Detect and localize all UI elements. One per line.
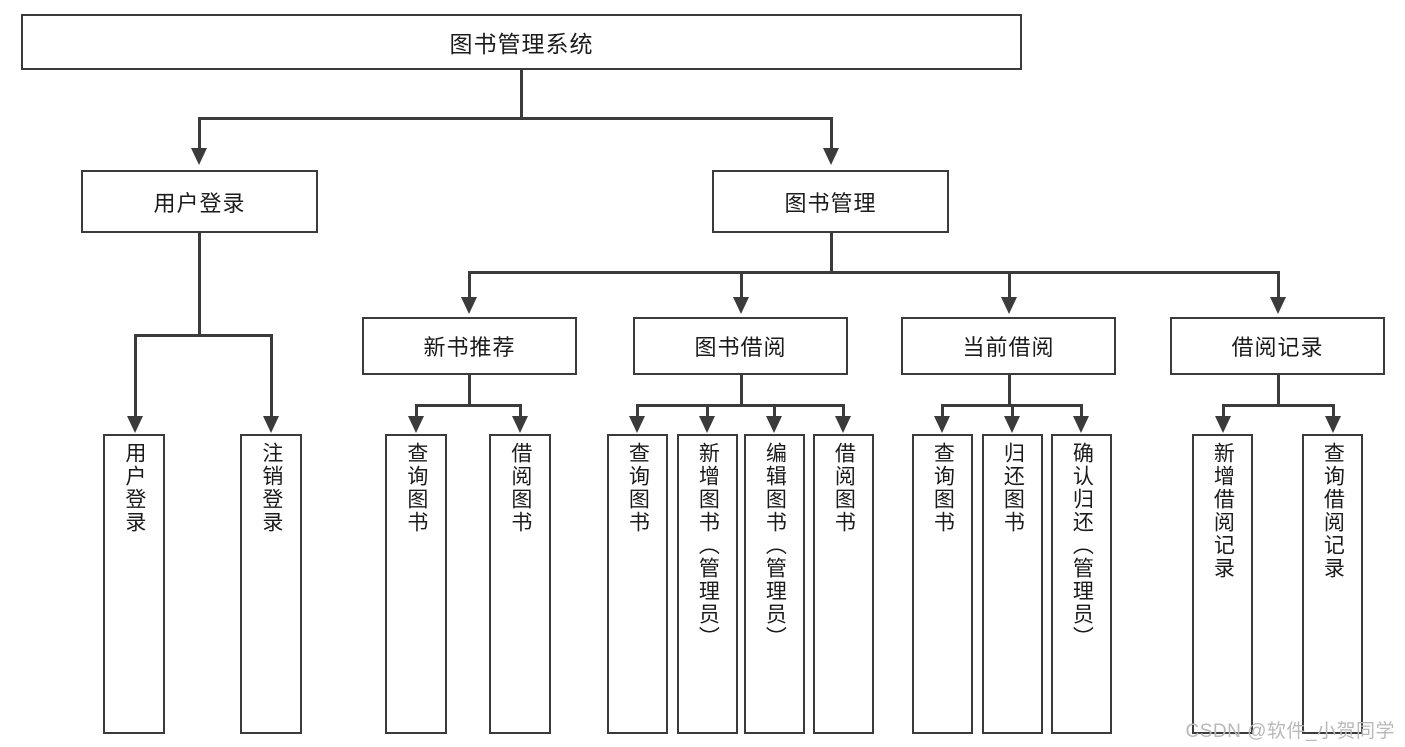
connector-borrow-record-leaf-2 <box>1332 404 1335 418</box>
leaf-borrow-record-query[interactable]: 查询借阅记录 <box>1302 434 1363 734</box>
node-label: 借阅记录 <box>1231 335 1324 360</box>
arrowhead-to-current-borrow <box>1001 297 1017 314</box>
connector-current-borrow-leaf-3 <box>1080 404 1083 418</box>
connector-new-book-stem <box>468 375 471 406</box>
leaf-user-login-login[interactable]: 用户登录 <box>103 434 165 734</box>
arrowhead-borrow-record-leaf-1 <box>1215 416 1231 433</box>
connector-user-login-leaf-1 <box>134 334 137 418</box>
node-label: 用户登录 <box>153 190 246 216</box>
arrowhead-current-borrow-leaf-1 <box>934 416 950 433</box>
connector-borrow-book-leaf-3 <box>773 404 776 418</box>
connector-to-new-book <box>468 271 471 299</box>
connector-user-login-bus <box>134 334 271 337</box>
leaf-label: 查询图书 <box>626 442 650 534</box>
arrowhead-borrow-book-leaf-2 <box>699 416 715 433</box>
connector-new-book-leaf-2 <box>519 404 522 418</box>
node-label: 图书管理系统 <box>449 31 594 57</box>
leaf-label: 注销登录 <box>259 442 283 534</box>
leaf-borrow-book-query[interactable]: 查询图书 <box>607 434 668 734</box>
node-current-borrow[interactable]: 当前借阅 <box>901 317 1116 375</box>
arrowhead-to-user-login <box>191 148 207 165</box>
leaf-new-book-query[interactable]: 查询图书 <box>385 434 447 734</box>
node-label: 图书借阅 <box>694 335 787 360</box>
leaf-borrow-record-add[interactable]: 新增借阅记录 <box>1192 434 1253 734</box>
connector-current-borrow-leaf-1 <box>941 404 944 418</box>
arrowhead-current-borrow-leaf-3 <box>1073 416 1089 433</box>
leaf-user-login-logout[interactable]: 注销登录 <box>240 434 302 734</box>
node-book-management[interactable]: 图书管理 <box>712 170 949 233</box>
arrowhead-to-new-book <box>461 297 477 314</box>
arrowhead-user-login-leaf-2 <box>263 416 279 433</box>
leaf-label: 新增借阅记录 <box>1211 442 1235 580</box>
connector-to-current-borrow <box>1008 271 1011 299</box>
node-user-login[interactable]: 用户登录 <box>81 170 318 233</box>
connector-borrow-book-leaf-1 <box>636 404 639 418</box>
connector-user-login-stem <box>198 233 201 335</box>
node-label: 图书管理 <box>784 190 877 216</box>
leaf-current-borrow-return[interactable]: 归还图书 <box>982 434 1043 734</box>
connector-borrow-book-leaf-4 <box>842 404 845 418</box>
connector-new-book-bus <box>415 404 521 407</box>
leaf-new-book-borrow[interactable]: 借阅图书 <box>489 434 551 734</box>
connector-current-borrow-leaf-2 <box>1011 404 1014 418</box>
arrowhead-user-login-leaf-1 <box>127 416 143 433</box>
connector-new-book-leaf-1 <box>415 404 418 418</box>
connector-user-login-leaf-2 <box>270 334 273 418</box>
connector-borrow-record-leaf-1 <box>1222 404 1225 418</box>
leaf-label: 查询图书 <box>931 442 955 534</box>
node-borrow-record[interactable]: 借阅记录 <box>1170 317 1385 375</box>
connector-to-borrow-record <box>1277 271 1280 299</box>
arrowhead-borrow-record-leaf-2 <box>1325 416 1341 433</box>
connector-borrow-book-bus <box>636 404 844 407</box>
leaf-borrow-book-add[interactable]: 新增图书（管理员） <box>677 434 738 734</box>
connector-to-borrow-book <box>740 271 743 299</box>
arrowhead-to-book-manage <box>823 148 839 165</box>
leaf-current-borrow-query[interactable]: 查询图书 <box>912 434 973 734</box>
connector-book-manage-stem <box>830 233 833 273</box>
connector-borrow-record-bus <box>1222 404 1334 407</box>
connector-to-user-login <box>198 117 201 150</box>
connector-borrow-record-stem <box>1277 375 1280 406</box>
arrowhead-borrow-book-leaf-4 <box>835 416 851 433</box>
leaf-label: 编辑图书（管理员） <box>763 442 787 649</box>
arrowhead-current-borrow-leaf-2 <box>1004 416 1020 433</box>
leaf-current-borrow-confirm[interactable]: 确认归还（管理员） <box>1051 434 1112 734</box>
node-label: 新书推荐 <box>423 335 516 360</box>
leaf-label: 确认归还（管理员） <box>1070 442 1094 649</box>
arrowhead-new-book-leaf-1 <box>408 416 424 433</box>
arrowhead-to-borrow-book <box>733 297 749 314</box>
leaf-label: 借阅图书 <box>832 442 856 534</box>
arrowhead-borrow-book-leaf-1 <box>629 416 645 433</box>
arrowhead-to-borrow-record <box>1270 297 1286 314</box>
leaf-borrow-book-edit[interactable]: 编辑图书（管理员） <box>744 434 805 734</box>
arrowhead-new-book-leaf-2 <box>512 416 528 433</box>
leaf-borrow-book-borrow[interactable]: 借阅图书 <box>813 434 874 734</box>
node-book-borrow[interactable]: 图书借阅 <box>633 317 848 375</box>
connector-book-manage-bus <box>468 271 1280 274</box>
leaf-label: 查询图书 <box>404 442 428 534</box>
node-new-book-recommend[interactable]: 新书推荐 <box>362 317 577 375</box>
connector-root-bus <box>198 117 832 120</box>
connector-borrow-book-stem <box>740 375 743 406</box>
connector-borrow-book-leaf-2 <box>706 404 709 418</box>
leaf-label: 借阅图书 <box>508 442 532 534</box>
leaf-label: 查询借阅记录 <box>1321 442 1345 580</box>
leaf-label: 用户登录 <box>122 442 146 534</box>
connector-current-borrow-stem <box>1008 375 1011 406</box>
arrowhead-borrow-book-leaf-3 <box>766 416 782 433</box>
node-root-system[interactable]: 图书管理系统 <box>21 14 1022 70</box>
leaf-label: 归还图书 <box>1001 442 1025 534</box>
connector-to-book-manage <box>830 117 833 150</box>
leaf-label: 新增图书（管理员） <box>696 442 720 649</box>
node-label: 当前借阅 <box>962 335 1055 360</box>
connector-root-stem <box>520 70 523 118</box>
csdn-watermark: CSDN @软件_小贺同学 <box>1185 721 1395 742</box>
